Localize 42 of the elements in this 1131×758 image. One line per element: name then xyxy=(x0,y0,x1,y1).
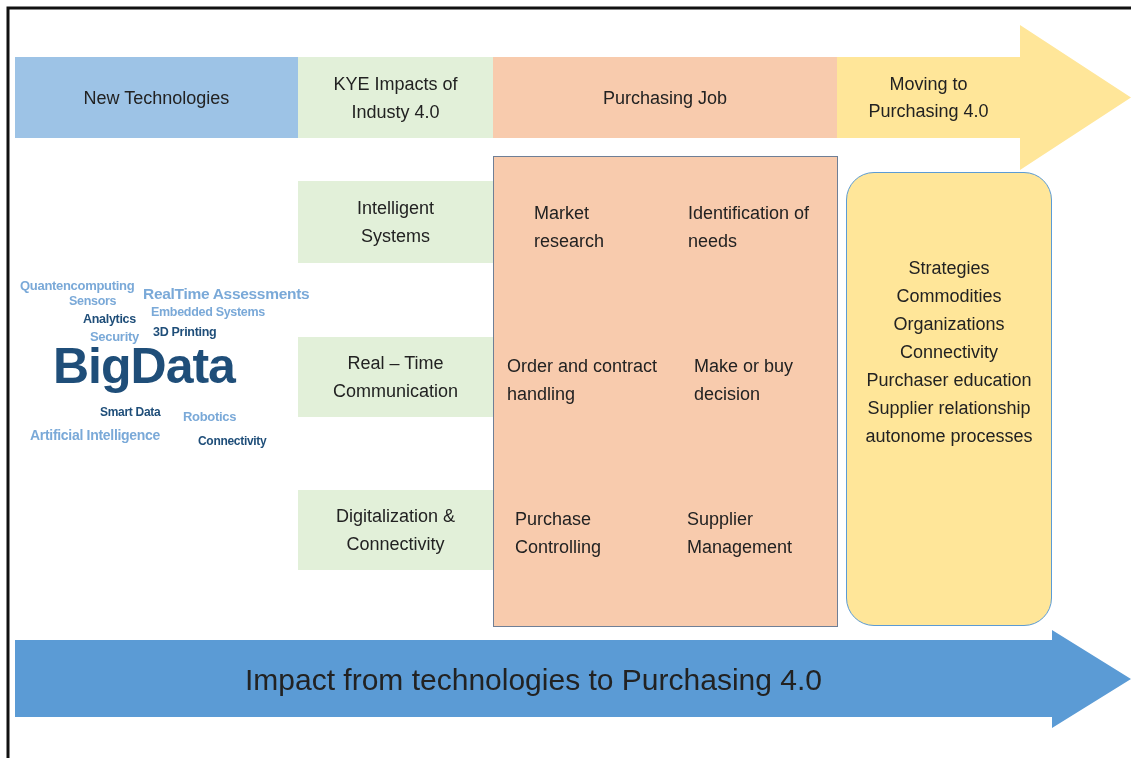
header-band xyxy=(493,57,837,138)
topic-label: autonome processes xyxy=(864,425,1034,448)
box-label: Purchasing Job xyxy=(601,86,729,110)
word-cloud-term: Artificial Intelligence xyxy=(30,428,161,442)
topic-label: Purchaser education xyxy=(865,369,1033,392)
word-cloud-term: Connectivity xyxy=(198,435,267,447)
impact-arrow xyxy=(15,630,1131,728)
word-cloud-term: Security xyxy=(90,330,139,343)
topic-label: Supplier relationship xyxy=(866,397,1032,420)
box-label: Real – Time Communication xyxy=(331,352,460,403)
arrow-label: Moving to Purchasing 4.0 xyxy=(867,72,990,123)
task-label: Identification of needs xyxy=(688,202,811,253)
topic-label: Organizations xyxy=(892,313,1006,336)
technology-box xyxy=(298,490,493,570)
word-cloud-term: Embedded Systems xyxy=(151,306,265,319)
box-label: Intelligent Systems xyxy=(355,197,436,248)
task-label: Purchase Controlling xyxy=(515,508,603,559)
box-label: Digitalization & Connectivity xyxy=(334,505,457,556)
word-cloud-term: 3D Printing xyxy=(153,326,217,339)
box-label: New Technologies xyxy=(82,86,231,110)
header-band xyxy=(15,57,298,138)
box-label: KYE Impacts of Industy 4.0 xyxy=(332,72,459,124)
word-cloud-term: Quantencomputing xyxy=(20,279,135,292)
word-cloud-term: Sensors xyxy=(69,295,117,308)
arrow-label: Impact from technologies to Purchasing 4.0 xyxy=(244,661,823,698)
task-label: Order and contract handling xyxy=(507,355,659,406)
header-band xyxy=(298,57,493,138)
technology-box xyxy=(298,337,493,417)
header-arrow xyxy=(837,25,1131,170)
topic-label: Connectivity xyxy=(898,341,999,364)
topic-label: Commodities xyxy=(895,285,1003,308)
word-cloud-term: Analytics xyxy=(83,313,136,326)
topic-label: Strategies xyxy=(907,257,991,280)
task-label: Make or buy decision xyxy=(694,355,795,406)
technology-box xyxy=(298,181,493,263)
word-cloud-term: Smart Data xyxy=(100,406,161,418)
purchasing-tasks-panel xyxy=(493,156,838,627)
task-label: Market research xyxy=(534,202,606,253)
purchasing-topics-box xyxy=(846,172,1052,626)
task-label: Supplier Management xyxy=(687,508,794,559)
word-cloud-term: Robotics xyxy=(183,410,237,423)
word-cloud-term: RealTime Assessments xyxy=(143,286,310,302)
